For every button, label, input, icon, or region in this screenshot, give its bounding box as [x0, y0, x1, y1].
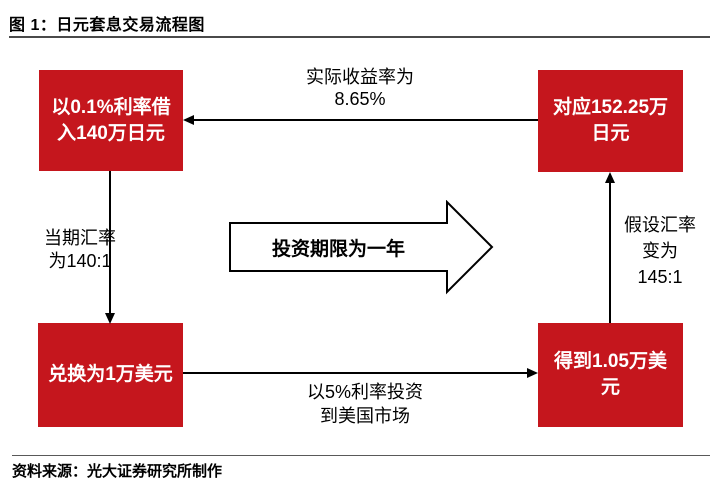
label-investment-period: 投资期限为一年 — [271, 238, 405, 260]
node-correspond-yen-label: 对应152.25万 日元 — [552, 97, 669, 144]
label-assumed-fx-rate: 假设汇率 变为 145:1 — [624, 215, 696, 287]
node-exchange-usd: 兑换为1万美元 — [38, 323, 183, 427]
label-current-fx-rate: 当期汇率 为140:1 — [44, 228, 116, 271]
label-invest-us-market: 以5%利率投资 到美国市场 — [306, 382, 423, 426]
node-correspond-yen: 对应152.25万 日元 — [538, 70, 683, 172]
figure-title: 图 1：日元套息交易流程图 — [9, 17, 205, 34]
arrow-invest-head-icon — [527, 368, 538, 378]
arrow-return-head-icon — [183, 115, 194, 125]
title-divider — [9, 36, 710, 38]
source-note: 资料来源：光大证券研究所制作 — [12, 463, 223, 480]
period-block-arrow-icon — [229, 200, 494, 295]
label-actual-return: 实际收益率为 8.65% — [306, 67, 414, 109]
arrow-return-line — [194, 119, 538, 121]
node-receive-usd: 得到1.05万美 元 — [538, 323, 683, 427]
arrow-settle-line — [609, 182, 611, 323]
node-borrow-yen-label: 以0.1%利率借 入140万日元 — [51, 96, 171, 144]
arrow-settle-head-icon — [605, 172, 615, 183]
arrow-invest-line — [183, 372, 528, 374]
footer-divider — [12, 455, 710, 456]
node-receive-usd-label: 得到1.05万美 元 — [554, 351, 667, 398]
node-exchange-usd-label: 兑换为1万美元 — [48, 364, 173, 385]
node-borrow-yen: 以0.1%利率借 入140万日元 — [39, 70, 183, 171]
arrow-exchange-head-icon — [105, 313, 115, 324]
arrow-exchange-line — [109, 171, 111, 314]
